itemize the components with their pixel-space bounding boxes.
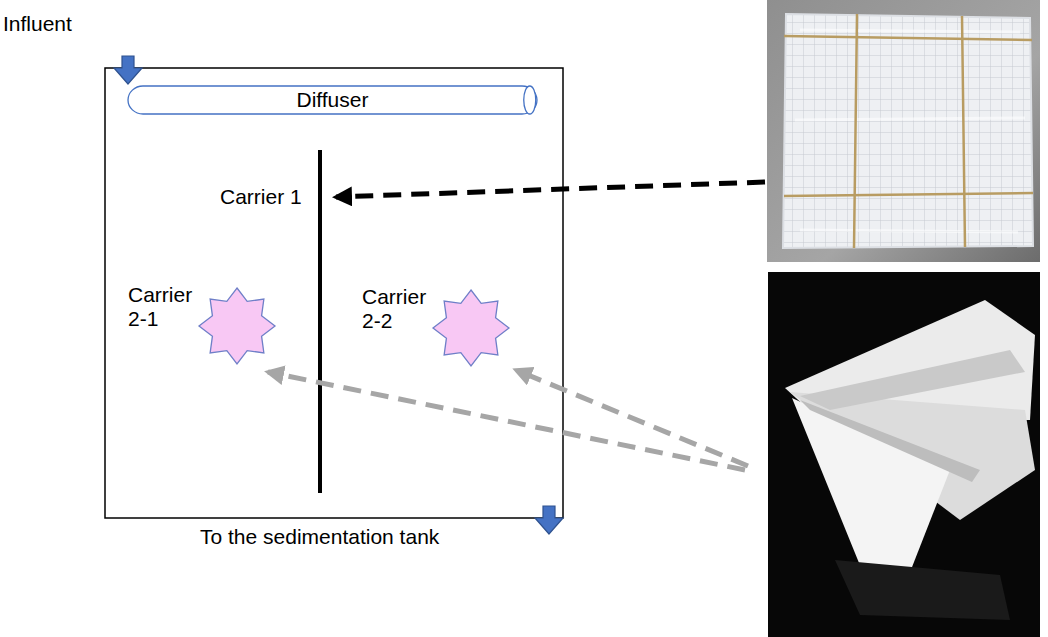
pipe-body (128, 86, 537, 114)
leader-arrow (516, 370, 748, 466)
mesh-sheet (783, 14, 1033, 248)
photo-sheet-carrier (767, 0, 1040, 262)
photo-sponge-carrier (768, 272, 1040, 637)
star-outline (432, 289, 510, 367)
text-label: Influent (3, 12, 72, 36)
node-label: Carrier 2-2 (362, 285, 426, 333)
text-label: Carrier 1 (220, 185, 302, 209)
sheet-carrier (318, 150, 322, 493)
pipe-end (524, 86, 536, 114)
sponge-carrier: Carrier 2-2 (362, 285, 510, 367)
text-label: To the sedimentation tank (200, 525, 439, 549)
leader-arrow (336, 182, 765, 197)
photo-background (768, 272, 1040, 637)
star-outline (198, 287, 276, 365)
leader-arrow (268, 372, 745, 470)
photo-floor (835, 560, 1010, 620)
star-shape (433, 290, 509, 366)
sponge-shadow (800, 400, 980, 482)
star-shape (199, 288, 275, 364)
sponge-shadow (800, 350, 1025, 410)
flow-arrow (535, 506, 563, 534)
tie-string (854, 14, 965, 248)
diffuser-pipe: Diffuser (127, 85, 538, 115)
tie-string (784, 36, 1033, 196)
node-label: Diffuser (127, 88, 538, 112)
sheet-fold (795, 30, 1025, 232)
node-label: Carrier 2-1 (128, 283, 192, 331)
sponge-carrier: Carrier 2-1 (128, 283, 276, 365)
photo-background (767, 0, 1040, 262)
aeration-tank (105, 68, 563, 518)
flow-arrow (114, 56, 142, 84)
sponge-fin (792, 398, 950, 590)
